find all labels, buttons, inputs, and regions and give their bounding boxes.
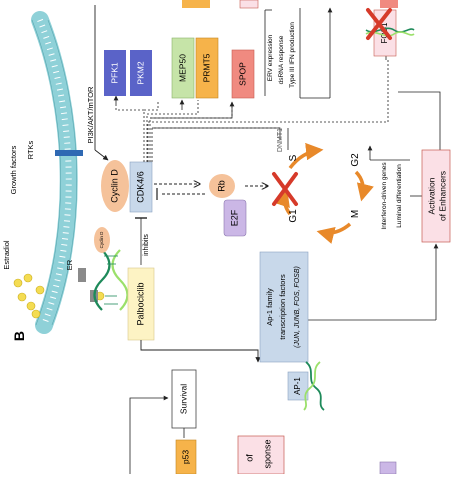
- cell-cycle: [273, 142, 374, 244]
- e2f-label: E2F: [229, 209, 239, 226]
- pfk1-node: [104, 50, 126, 96]
- panel-label: B: [11, 331, 27, 341]
- rb-node: [209, 174, 235, 198]
- mep50-node: [171, 37, 195, 99]
- cycle-arrow-g1-s: [273, 188, 292, 216]
- phase-s: S: [288, 154, 299, 161]
- phase-g1: G1: [288, 209, 299, 223]
- prmt5-label: PRMT5: [201, 53, 211, 82]
- mep50-label: MEP50: [177, 54, 187, 82]
- phase-g2: G2: [350, 153, 361, 167]
- cycle-arrow-s-g2: [288, 142, 324, 170]
- ap1-family-label-3: (JUN, JUNB, FOS, FOSB): [294, 266, 301, 348]
- cycle-arrow-m-g1: [316, 222, 352, 244]
- inhibits-label: inhibits: [143, 234, 150, 256]
- er-label: ER: [65, 259, 74, 270]
- pfk1-label: PFK1: [109, 62, 119, 84]
- er-receptor: [78, 268, 86, 282]
- prmt5-node: [195, 37, 219, 99]
- top-red-box: [380, 0, 398, 8]
- ap1-dna-icon: [303, 361, 325, 411]
- activation-node: [421, 149, 451, 243]
- rtks-label: RTKs: [26, 140, 35, 159]
- fos1-cross-icon: [366, 8, 392, 40]
- of-label: of: [244, 454, 254, 462]
- cyclin-d-small-label: Cyclin D: [99, 231, 104, 249]
- top-pink-box: [239, 0, 259, 9]
- palbo-to-ap1-arrow: [140, 340, 261, 363]
- spop-label: SPOP: [237, 62, 247, 86]
- dnmt1-side-bracket: [264, 9, 272, 96]
- survival-label: Survival: [178, 384, 188, 414]
- rb-label: Rb: [216, 180, 226, 192]
- activation-label-1: Activation: [426, 177, 436, 214]
- cdk46-label: CDK4/6: [135, 171, 145, 203]
- pathway-label: PI3K/AKT/mTOR: [86, 86, 95, 144]
- cdk46-node: [129, 161, 153, 213]
- top-orange-box: [182, 0, 210, 8]
- ap1-family-node: [259, 251, 309, 363]
- spop-node: [231, 49, 255, 99]
- cell-cycle-cross-icon: [272, 172, 298, 206]
- dsrna-label: dsRNA response: [278, 35, 285, 84]
- right-feedback-line: [398, 91, 441, 150]
- luminal-label: Luminal differentiation: [396, 164, 403, 228]
- response-node: [237, 435, 285, 475]
- estradiol-molecules: [13, 273, 105, 319]
- cyclin-d-node: [101, 160, 129, 212]
- palbociclib-label: Palbociclib: [135, 282, 145, 325]
- pathway-to-cyclin-arrow: [94, 149, 109, 161]
- ap1-label: AP-1: [293, 377, 302, 395]
- cdk-to-pfk-dash: [115, 106, 144, 111]
- cycle-arrow-g2-m: [354, 170, 374, 202]
- cyclin-d-small: [94, 227, 110, 253]
- p53-label: p53: [180, 450, 190, 464]
- bottom-right-box: [379, 461, 397, 475]
- ap1-family-label-2: transcription factors: [278, 274, 287, 340]
- pkm2-node: [130, 50, 152, 96]
- interferon-label: Interferon-driven genes: [381, 162, 388, 230]
- rtk-receptor: [55, 150, 83, 156]
- growth-factors-label: Growth factors: [9, 145, 18, 194]
- ap1-family-label-1: Ap-1 family: [265, 288, 274, 326]
- ifn-label: Type III IFN production: [289, 22, 296, 88]
- activation-label-2: of Enhancers: [437, 171, 447, 221]
- dnmt1-label: DNMT1: [277, 128, 284, 152]
- survival-line: [129, 395, 169, 474]
- pkm2-label: PKM2: [135, 61, 145, 84]
- estradiol-label: Estradiol: [2, 240, 11, 270]
- erv-label: ERV expression: [267, 34, 274, 81]
- phase-m: M: [350, 210, 361, 218]
- response-label: sponse: [262, 439, 272, 468]
- survival-node: [171, 369, 197, 429]
- ap1-node: [287, 371, 309, 401]
- e2f-node: [223, 199, 247, 237]
- cell-membrane: [31, 11, 83, 334]
- dna-helix-nucleus: [93, 249, 129, 311]
- cyclin-d-label: Cyclin D: [109, 169, 119, 203]
- cdk-to-spop-arrow: [150, 101, 235, 119]
- cdk-to-dnmt1-line: [152, 127, 281, 140]
